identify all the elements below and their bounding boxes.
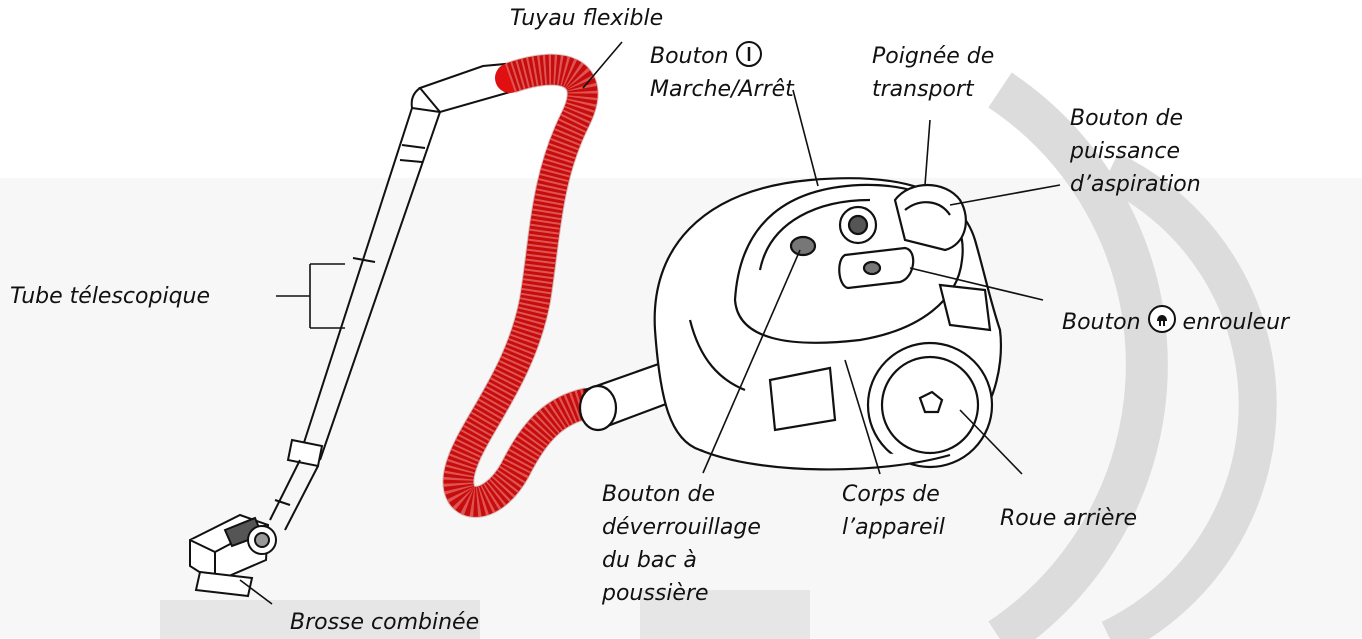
leader-rewind bbox=[909, 267, 1044, 301]
label-rear-wheel: Roue arrière bbox=[1000, 506, 1138, 531]
label-power-button: Bouton Marche/Arrêt bbox=[650, 40, 794, 106]
leader-brush bbox=[239, 579, 273, 605]
vacuum-body bbox=[578, 177, 1002, 471]
label-suction-power: Bouton de puissance d’aspiration bbox=[1070, 106, 1201, 197]
label-main-body: Corps de l’appareil bbox=[842, 482, 945, 540]
leader-unlock bbox=[702, 249, 801, 474]
label-hose: Tuyau flexible bbox=[510, 6, 664, 31]
combination-brush bbox=[189, 513, 277, 598]
label-dust-bin-release: Bouton de déverrouillage du bac à poussi… bbox=[602, 482, 761, 606]
leader-hose bbox=[582, 41, 623, 89]
label-carry-handle: Poignée de transport bbox=[872, 44, 995, 102]
leader-lines bbox=[239, 41, 1061, 605]
leader-wheel bbox=[959, 409, 1023, 475]
power-button-icon bbox=[735, 41, 762, 67]
leader-body bbox=[844, 359, 881, 475]
cord-rewind-plug-icon bbox=[1147, 305, 1176, 333]
leader-power bbox=[792, 89, 819, 187]
label-telescopic-tube: Tube télescopique bbox=[10, 284, 211, 309]
leader-handle bbox=[924, 119, 931, 186]
flexible-hose bbox=[442, 53, 603, 518]
leader-tube bbox=[276, 263, 345, 329]
label-combination-brush: Brosse combinée bbox=[290, 610, 480, 635]
leader-suction bbox=[949, 184, 1061, 206]
